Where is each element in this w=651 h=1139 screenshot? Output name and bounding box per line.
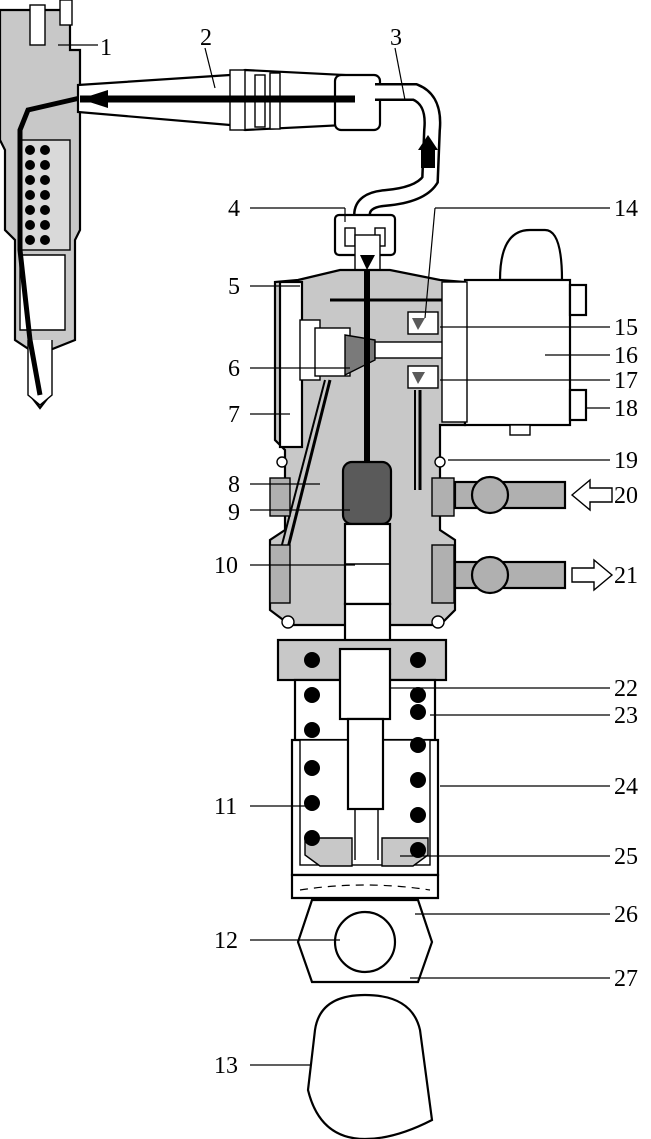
injector-spring: [25, 145, 50, 245]
label-2: 2: [200, 25, 212, 51]
high-pressure-line: [76, 68, 382, 132]
connecting-pipe: [353, 83, 442, 232]
label-12: 12: [214, 928, 238, 954]
label-6: 6: [228, 356, 240, 382]
label-10: 10: [214, 553, 238, 579]
label-19: 19: [614, 448, 638, 474]
label-4: 4: [228, 196, 240, 222]
label-18: 18: [614, 396, 638, 422]
label-22: 22: [614, 676, 638, 702]
label-27: 27: [614, 966, 638, 992]
flow-arrow-up-icon: [418, 135, 438, 150]
label-21: 21: [614, 563, 638, 589]
label-16: 16: [614, 343, 638, 369]
label-25: 25: [614, 844, 638, 870]
injector: [0, 0, 82, 410]
label-5: 5: [228, 274, 240, 300]
label-23: 23: [614, 703, 638, 729]
label-8: 8: [228, 472, 240, 498]
label-14: 14: [614, 196, 638, 222]
tappet-assembly: [276, 638, 448, 1139]
label-11: 11: [214, 794, 237, 820]
label-3: 3: [390, 25, 402, 51]
fuel-out-arrow-icon: [571, 558, 614, 592]
label-20: 20: [614, 483, 638, 509]
label-7: 7: [228, 402, 240, 428]
label-13: 13: [214, 1053, 238, 1079]
pump-body: [268, 213, 467, 651]
label-17: 17: [614, 368, 638, 394]
flow-arrow-down-icon: [360, 255, 375, 270]
plunger-spring: [304, 652, 426, 858]
part-labels: 1 2 3 4 5 6 7 8 9 10 11 12 13 14 15 16 1…: [100, 25, 638, 1079]
label-26: 26: [614, 902, 638, 928]
label-15: 15: [614, 315, 638, 341]
fuel-in-arrow-icon: [570, 478, 613, 512]
label-24: 24: [614, 774, 638, 800]
flow-arrow-left-icon: [80, 90, 108, 108]
leader-lines: [58, 44, 610, 1066]
label-9: 9: [228, 500, 240, 526]
label-1: 1: [100, 35, 112, 61]
solenoid-valve: [441, 228, 588, 436]
fuel-lines: [453, 475, 614, 595]
